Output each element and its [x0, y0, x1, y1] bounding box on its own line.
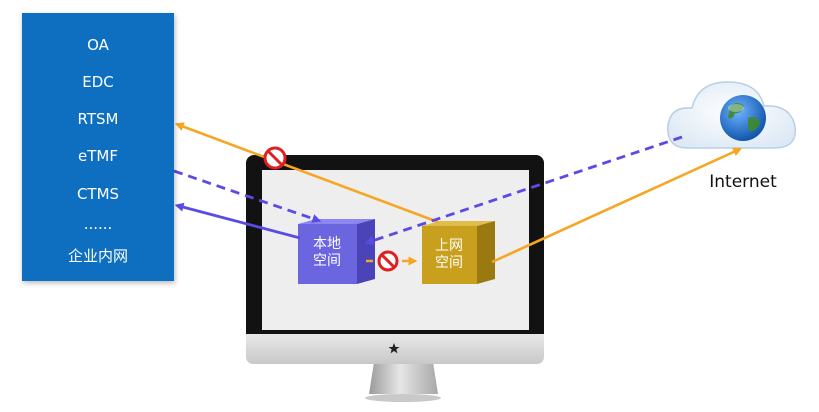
monitor-stand-base	[365, 394, 441, 402]
monitor	[246, 155, 544, 402]
intranet-panel: OA EDC RTSM eTMF CTMS ...... 企业内网	[22, 13, 174, 281]
globe-icon	[720, 95, 766, 141]
local-space-label: 本地 空间	[297, 236, 357, 270]
internet-space-cube	[422, 221, 495, 284]
blocked-icon	[263, 146, 287, 170]
arrow-internet-to-intranet	[174, 122, 439, 224]
arrow-internet-space-to-internet	[491, 147, 743, 264]
internet-space-label-line2: 空间	[435, 255, 463, 271]
intranet-item-ctms: CTMS	[76, 185, 120, 203]
intranet-item-more: ......	[83, 215, 113, 233]
star-logo-icon	[388, 343, 400, 354]
blocked-icon	[377, 250, 399, 272]
intranet-item-etmf: eTMF	[78, 147, 118, 165]
intranet-item-rtsm: RTSM	[77, 110, 119, 128]
intranet-item-edc: EDC	[82, 73, 114, 91]
arrow-intranet-to-local	[173, 169, 322, 223]
local-space-cube	[298, 219, 375, 284]
arrow-local-to-intranet	[174, 202, 301, 240]
arrows	[173, 122, 743, 266]
monitor-stand	[369, 362, 438, 394]
intranet-title: 企业内网	[67, 247, 128, 265]
intranet-item-oa: OA	[87, 36, 109, 54]
internet-space-label-line1: 上网	[435, 238, 463, 254]
arrow-internet-to-local	[364, 135, 683, 245]
local-space-label-line2: 空间	[313, 253, 341, 269]
internet-space-label: 上网 空间	[419, 238, 479, 272]
internet-label: Internet	[709, 172, 777, 192]
local-space-label-line1: 本地	[313, 236, 341, 252]
